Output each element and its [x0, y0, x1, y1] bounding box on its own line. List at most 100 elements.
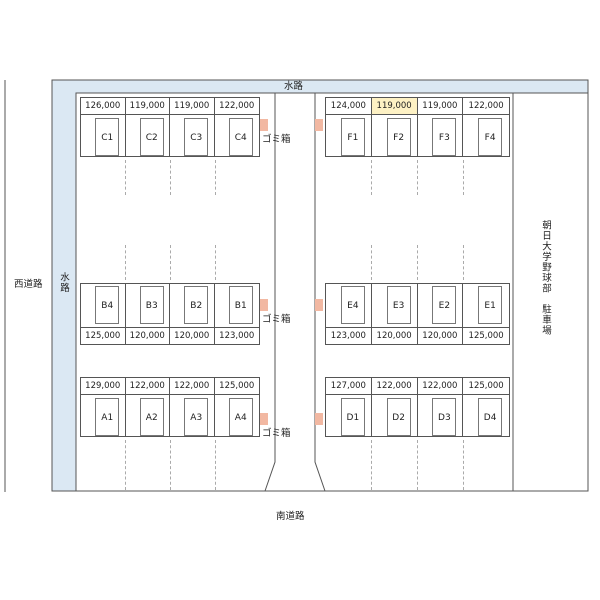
access-road-right — [314, 93, 326, 492]
lot-guide-line — [371, 245, 372, 280]
lot-code: C4 — [228, 118, 253, 156]
lot-price: 120,000 — [125, 327, 169, 344]
parking-lot-b2[interactable]: 120,000 B2 — [170, 284, 215, 344]
lot-code: F2 — [386, 118, 411, 156]
lot-code: C2 — [139, 118, 164, 156]
lot-code: F1 — [340, 118, 365, 156]
lot-price: 126,000 — [81, 98, 125, 115]
lot-guide-line — [417, 160, 418, 195]
lot-price: 127,000 — [326, 378, 371, 395]
parking-lot-b1[interactable]: 123,000 B1 — [214, 284, 259, 344]
trash-bin-icon — [260, 413, 268, 425]
parking-lot-e2[interactable]: 120,000 E2 — [417, 284, 464, 344]
parking-lot-e1[interactable]: 125,000 E1 — [463, 284, 509, 344]
lot-code: B1 — [228, 286, 253, 324]
lot-price: 122,000 — [214, 98, 259, 115]
east-parking-label: 朝日大学野球部 駐車場 — [539, 220, 551, 336]
lot-code: D4 — [478, 398, 503, 436]
lot-guide-line — [463, 160, 464, 195]
trash-bin-icon — [260, 119, 268, 131]
lot-code: D1 — [340, 398, 365, 436]
trash-bin-icon — [315, 413, 323, 425]
lot-guide-line — [125, 160, 126, 195]
lot-price: 125,000 — [463, 378, 509, 395]
parking-lot-e3[interactable]: 120,000 E3 — [371, 284, 418, 344]
lot-price: 122,000 — [125, 378, 169, 395]
lot-guide-line — [371, 440, 372, 490]
lot-guide-line — [215, 160, 216, 195]
trash-bin-icon — [260, 299, 268, 311]
lot-guide-line — [170, 245, 171, 280]
trash-label: ゴミ箱 — [262, 428, 291, 439]
lot-code: C3 — [184, 118, 209, 156]
west-road-label: 西道路 — [14, 279, 43, 290]
lot-price: 122,000 — [417, 378, 463, 395]
lot-price: 123,000 — [214, 327, 259, 344]
access-road-left — [264, 93, 276, 492]
lot-guide-line — [170, 440, 171, 490]
trash-bin-icon — [315, 299, 323, 311]
lot-price: 122,000 — [170, 378, 214, 395]
canal-left-label: 水路 — [57, 272, 69, 293]
lot-code: A2 — [139, 398, 164, 436]
trash-label: ゴミ箱 — [262, 134, 291, 145]
lot-price: 125,000 — [214, 378, 259, 395]
lot-code: E1 — [478, 286, 503, 324]
lot-code: C1 — [95, 118, 120, 156]
lot-price: 123,000 — [326, 327, 371, 344]
canal-top-label: 水路 — [284, 81, 304, 92]
lot-price: 124,000 — [326, 98, 371, 115]
lot-code: E3 — [386, 286, 411, 324]
lot-guide-line — [463, 245, 464, 280]
lot-code: A1 — [95, 398, 120, 436]
lot-code: B2 — [184, 286, 209, 324]
lot-guide-line — [125, 245, 126, 280]
lot-code: B3 — [139, 286, 164, 324]
lot-price: 125,000 — [463, 327, 509, 344]
south-road-label: 南道路 — [276, 511, 305, 522]
lot-guide-line — [417, 440, 418, 490]
lot-guide-line — [215, 440, 216, 490]
lot-code: D2 — [386, 398, 411, 436]
lot-code: F4 — [478, 118, 503, 156]
lot-price: 119,000 — [371, 98, 417, 115]
lot-guide-line — [125, 440, 126, 490]
lot-code: E2 — [432, 286, 457, 324]
lot-price: 119,000 — [125, 98, 169, 115]
lot-price: 120,000 — [170, 327, 214, 344]
lot-guide-line — [463, 440, 464, 490]
lot-guide-line — [371, 160, 372, 195]
trash-label: ゴミ箱 — [262, 314, 291, 325]
lot-code: A4 — [228, 398, 253, 436]
lot-code: D3 — [432, 398, 457, 436]
lot-price: 119,000 — [417, 98, 463, 115]
parking-lot-b3[interactable]: 120,000 B3 — [125, 284, 170, 344]
lot-code: F3 — [432, 118, 457, 156]
lot-price: 120,000 — [371, 327, 417, 344]
lot-guide-line — [417, 245, 418, 280]
lot-price: 120,000 — [417, 327, 463, 344]
